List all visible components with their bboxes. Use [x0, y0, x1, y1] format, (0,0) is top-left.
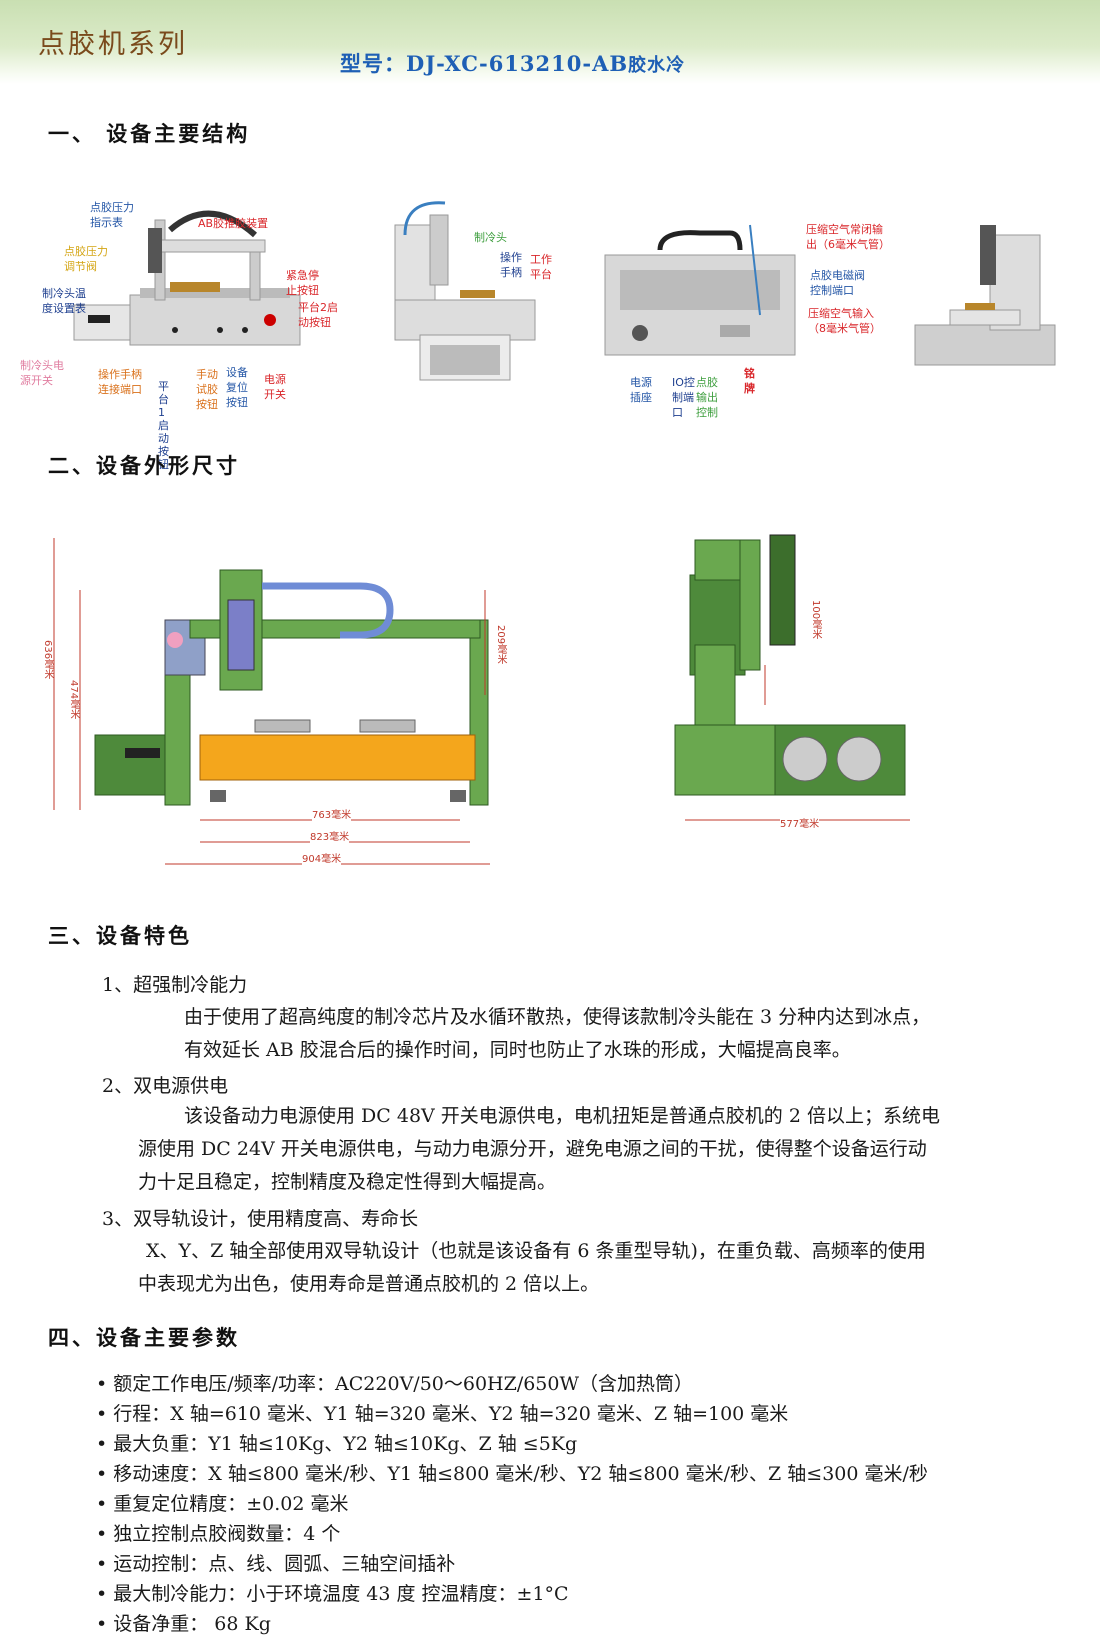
label-reset: 设备 复位 按钮 — [226, 366, 248, 409]
machine-back-photo — [604, 224, 796, 356]
label-valve-port: 点胶电磁阀 控制端口 — [810, 269, 865, 297]
label-handle: 操作 手柄 — [500, 251, 522, 279]
dim-474: 474毫米 — [68, 680, 79, 720]
section-1-heading: 一、 设备主要结构 — [48, 122, 251, 146]
label-manual-test: 手动 试胶 按钮 — [196, 368, 218, 411]
label-cold-power: 制冷头电 源开关 — [20, 359, 64, 387]
label-air-closed: 压缩空气常闭输 出（6毫米气管） — [806, 223, 890, 251]
spec-travel: • 行程：X 轴=610 毫米、Y1 轴=320 毫米、Y2 轴=320 毫米、… — [96, 1403, 789, 1425]
spec-motion-control: • 运动控制：点、线、圆弧、三轴空间插补 — [96, 1553, 456, 1575]
dim-209: 209毫米 — [495, 625, 506, 665]
section-3-heading: 三、设备特色 — [48, 924, 192, 948]
dim-823: 823毫米 — [310, 828, 350, 843]
label-ab-push: AB胶推胶装置 — [198, 217, 269, 230]
label-cold-head: 制冷头 — [474, 231, 507, 244]
label-work-platform: 工作 平台 — [530, 253, 552, 281]
machine-front-photo — [73, 210, 301, 346]
feature-1-title: 1、超强制冷能力 — [102, 974, 248, 996]
feature-3-title: 3、双导轨设计，使用精度高、寿命长 — [102, 1208, 419, 1230]
label-pressure-adjust: 点胶压力 调节阀 — [64, 245, 108, 273]
section-4-heading: 四、设备主要参数 — [48, 1326, 240, 1350]
series-title: 点胶机系列 — [38, 29, 188, 60]
spec-valve-count: • 独立控制点胶阀数量：4 个 — [96, 1523, 341, 1545]
label-pressure-gauge: 点胶压力 指示表 — [90, 201, 134, 229]
spec-weight: • 设备净重： 68 Kg — [96, 1613, 271, 1635]
feature-2-line-2: 源使用 DC 24V 开关电源供电，与动力电源分开，避免电源之间的干扰，使得整个… — [138, 1138, 927, 1160]
dim-100: 100毫米 — [810, 600, 821, 640]
label-estop: 紧急停 止按钮 — [286, 269, 319, 297]
feature-1-line-2: 有效延长 AB 胶混合后的操作时间，同时也防止了水珠的形成，大幅提高良率。 — [184, 1039, 851, 1061]
feature-2-title: 2、双电源供电 — [102, 1075, 229, 1097]
section-2-heading: 二、设备外形尺寸 — [48, 454, 240, 478]
feature-3-line-1: X、Y、Z 轴全部使用双导轨设计（也就是该设备有 6 条重型导轨)，在重负载、高… — [146, 1240, 926, 1262]
model-title: 型号：DJ-XC-613210-AB胶水冷 — [340, 48, 685, 78]
dim-577: 577毫米 — [780, 815, 820, 830]
label-socket: 电源 插座 — [630, 376, 652, 404]
spec-voltage: • 额定工作电压/频率/功率：AC220V/50～60HZ/650W（含加热筒） — [96, 1373, 694, 1395]
dim-904: 904毫米 — [302, 850, 342, 865]
machine-side-photo — [394, 201, 536, 381]
spec-cooling: • 最大制冷能力：小于环境温度 43 度 控温精度：±1°C — [96, 1583, 569, 1605]
label-handle-port: 操作手柄 连接端口 — [98, 368, 142, 396]
label-platform1: 平 台 1 启 动 按 钮 — [158, 380, 169, 471]
spec-speed: • 移动速度：X 轴≤800 毫米/秒、Y1 轴≤800 毫米/秒、Y2 轴≤8… — [96, 1463, 928, 1485]
side-dimension-drawing — [674, 534, 910, 821]
model-number: 型号：DJ-XC-613210-AB — [340, 51, 629, 76]
feature-3-line-2: 中表现尤为出色，使用寿命是普通点胶机的 2 倍以上。 — [138, 1273, 600, 1295]
machine-angle-photo — [914, 225, 1056, 366]
label-power-switch: 电源 开关 — [264, 373, 286, 401]
label-cold-temp: 制冷头温 度设置表 — [42, 287, 86, 315]
dim-763: 763毫米 — [312, 806, 352, 821]
label-output-control: 点胶 输出 控制 — [696, 376, 718, 419]
header-banner — [0, 0, 1100, 84]
feature-2-line-3: 力十足且稳定，控制精度及稳定性得到大幅提高。 — [138, 1171, 557, 1193]
dim-636: 636毫米 — [42, 640, 53, 680]
label-io-port: IO控 制端 口 — [672, 376, 695, 419]
feature-2-line-1: 该设备动力电源使用 DC 48V 开关电源供电，电机扭矩是普通点胶机的 2 倍以… — [184, 1105, 940, 1127]
label-platform2: 平台2启 动按钮 — [298, 301, 338, 329]
front-dimension-drawing — [53, 538, 490, 865]
spec-precision: • 重复定位精度：±0.02 毫米 — [96, 1493, 349, 1515]
feature-1-line-1: 由于使用了超高纯度的制冷芯片及水循环散热，使得该款制冷头能在 3 分种内达到冰点… — [184, 1006, 931, 1028]
label-nameplate: 铭 牌 — [744, 367, 755, 395]
model-suffix: 胶水冷 — [628, 55, 686, 76]
spec-max-load: • 最大负重：Y1 轴≤10Kg、Y2 轴≤10Kg、Z 轴 ≤5Kg — [96, 1433, 578, 1455]
label-air-in: 压缩空气输入 （8毫米气管） — [808, 307, 881, 335]
